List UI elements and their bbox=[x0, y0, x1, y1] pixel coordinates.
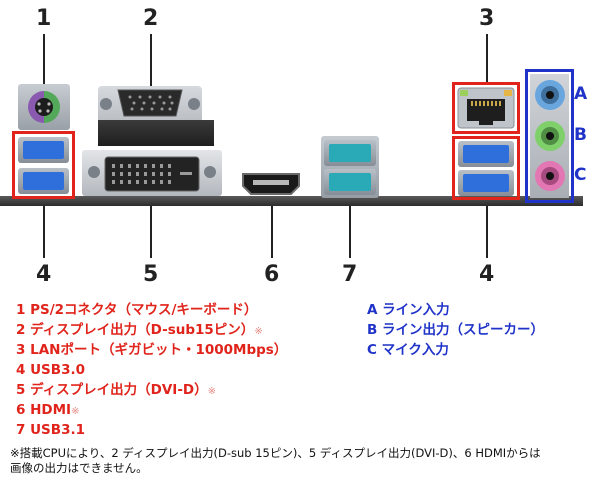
footnote: ※搭載CPUにより、2 ディスプレイ出力(D-sub 15ピン)、5 ディスプレ… bbox=[10, 446, 595, 476]
usb-port-icon bbox=[324, 140, 376, 166]
leader-line-1 bbox=[43, 34, 45, 86]
usb-port-icon bbox=[18, 168, 69, 194]
footnote-line-2: 画像の出力はできません。 bbox=[10, 461, 148, 475]
legend-item-4: 4 USB3.0 bbox=[16, 362, 85, 378]
rj45-port-icon bbox=[457, 87, 515, 129]
audio-jack-icon bbox=[535, 161, 565, 191]
leader-line-6 bbox=[271, 198, 273, 258]
audio-label-c: C bbox=[574, 165, 587, 185]
legend-item-c: C マイク入力 bbox=[367, 342, 449, 358]
asterisk-mark: ※ bbox=[207, 386, 217, 397]
leader-line-5 bbox=[150, 196, 152, 258]
audio-label-a: A bbox=[574, 84, 588, 104]
legend-item-2: 2 ディスプレイ出力（D-sub15ピン）※ bbox=[16, 322, 263, 338]
legend-item-1: 1 PS/2コネクタ（マウス/キーボード） bbox=[16, 302, 258, 318]
asterisk-mark: ※ bbox=[71, 406, 80, 417]
vga-base bbox=[98, 120, 214, 146]
ps2-port-icon bbox=[28, 91, 60, 123]
lan-highlight bbox=[452, 82, 520, 134]
callout-2: 2 bbox=[143, 6, 159, 31]
vga-screw-left bbox=[100, 98, 112, 110]
callout-3: 3 bbox=[479, 6, 495, 31]
usb-port-icon bbox=[18, 137, 69, 163]
leader-line-3 bbox=[486, 34, 488, 82]
legend-item-6: 6 HDMI※ bbox=[16, 402, 80, 418]
legend-item-7: 7 USB3.1 bbox=[16, 422, 85, 438]
io-back-panel bbox=[0, 196, 583, 206]
legend-item-b: B ライン出力（スピーカー） bbox=[367, 322, 544, 338]
asterisk-mark: ※ bbox=[254, 326, 263, 337]
usb-port-icon bbox=[324, 169, 376, 195]
vga-screw-right bbox=[188, 98, 200, 110]
dvi-port-icon bbox=[104, 156, 200, 192]
leader-line-4a bbox=[43, 200, 45, 258]
dvi-screw-right bbox=[204, 166, 216, 178]
legend-item-3: 3 LANポート（ギガビット・1000Mbps） bbox=[16, 342, 288, 358]
leader-line-4b bbox=[486, 200, 488, 258]
legend-item-a: A ライン入力 bbox=[367, 302, 450, 318]
audio-jack-icon bbox=[535, 80, 565, 110]
callout-7: 7 bbox=[342, 262, 358, 287]
vga-port-icon bbox=[117, 89, 183, 117]
usb30-left-highlight bbox=[12, 131, 75, 199]
usb-port-icon bbox=[458, 141, 514, 167]
footnote-line-1: ※搭載CPUにより、2 ディスプレイ出力(D-sub 15ピン)、5 ディスプレ… bbox=[10, 446, 541, 460]
leader-line-2 bbox=[150, 34, 152, 86]
hdmi-port-icon bbox=[242, 173, 300, 195]
callout-4b: 4 bbox=[479, 262, 495, 287]
audio-label-b: B bbox=[574, 125, 587, 145]
dvi-screw-left bbox=[88, 166, 100, 178]
leader-line-7 bbox=[349, 200, 351, 258]
audio-highlight bbox=[525, 69, 574, 203]
callout-1: 1 bbox=[36, 6, 52, 31]
usb-port-icon bbox=[458, 170, 514, 196]
legend-item-5: 5 ディスプレイ出力（DVI-D）※ bbox=[16, 382, 217, 398]
audio-jack-icon bbox=[535, 121, 565, 151]
callout-5: 5 bbox=[143, 262, 159, 287]
callout-6: 6 bbox=[264, 262, 280, 287]
usb30-right-highlight bbox=[452, 136, 520, 200]
callout-4a: 4 bbox=[36, 262, 52, 287]
